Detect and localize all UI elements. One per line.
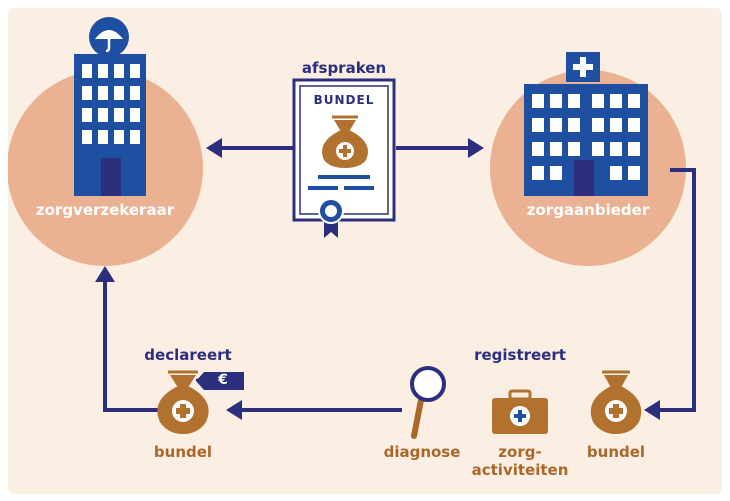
hospital-cross-icon [566, 52, 600, 82]
declares-label: declareert [144, 346, 232, 364]
euro-tag-icon [196, 372, 244, 390]
insurer-label: zorgverzekeraar [35, 201, 175, 219]
euro-symbol: € [218, 372, 228, 388]
bundle-right-label: bundel [586, 443, 646, 461]
diagram-graphics [8, 17, 696, 439]
care-activities-label-line1: zorg- [498, 443, 542, 461]
money-bag-icon-right [590, 370, 642, 434]
money-bag-icon [157, 370, 209, 434]
diagnosis-label: diagnose [383, 443, 461, 461]
arrow-bundle-to-insurer [103, 280, 158, 412]
document-money-bag-icon [322, 115, 368, 168]
care-activities-label-line2: activiteiten [471, 461, 569, 479]
registers-label: registreert [474, 346, 566, 364]
agreement-document-icon [292, 78, 396, 222]
document-header: BUNDEL [313, 93, 375, 107]
provider-building-icon [524, 84, 648, 196]
insurer-building-icon [74, 54, 146, 196]
diagram-canvas: zorgverzekeraar zorgaanbieder afspraken … [8, 8, 722, 494]
magnifier-icon [410, 366, 446, 439]
ribbon-seal-icon [318, 198, 344, 238]
umbrella-icon [89, 17, 129, 57]
arrow-provider-to-bundle [658, 168, 696, 412]
provider-label: zorgaanbieder [526, 201, 650, 219]
medical-kit-icon [492, 389, 548, 434]
agreements-label: afspraken [301, 59, 387, 77]
bundle-left-label: bundel [153, 443, 213, 461]
